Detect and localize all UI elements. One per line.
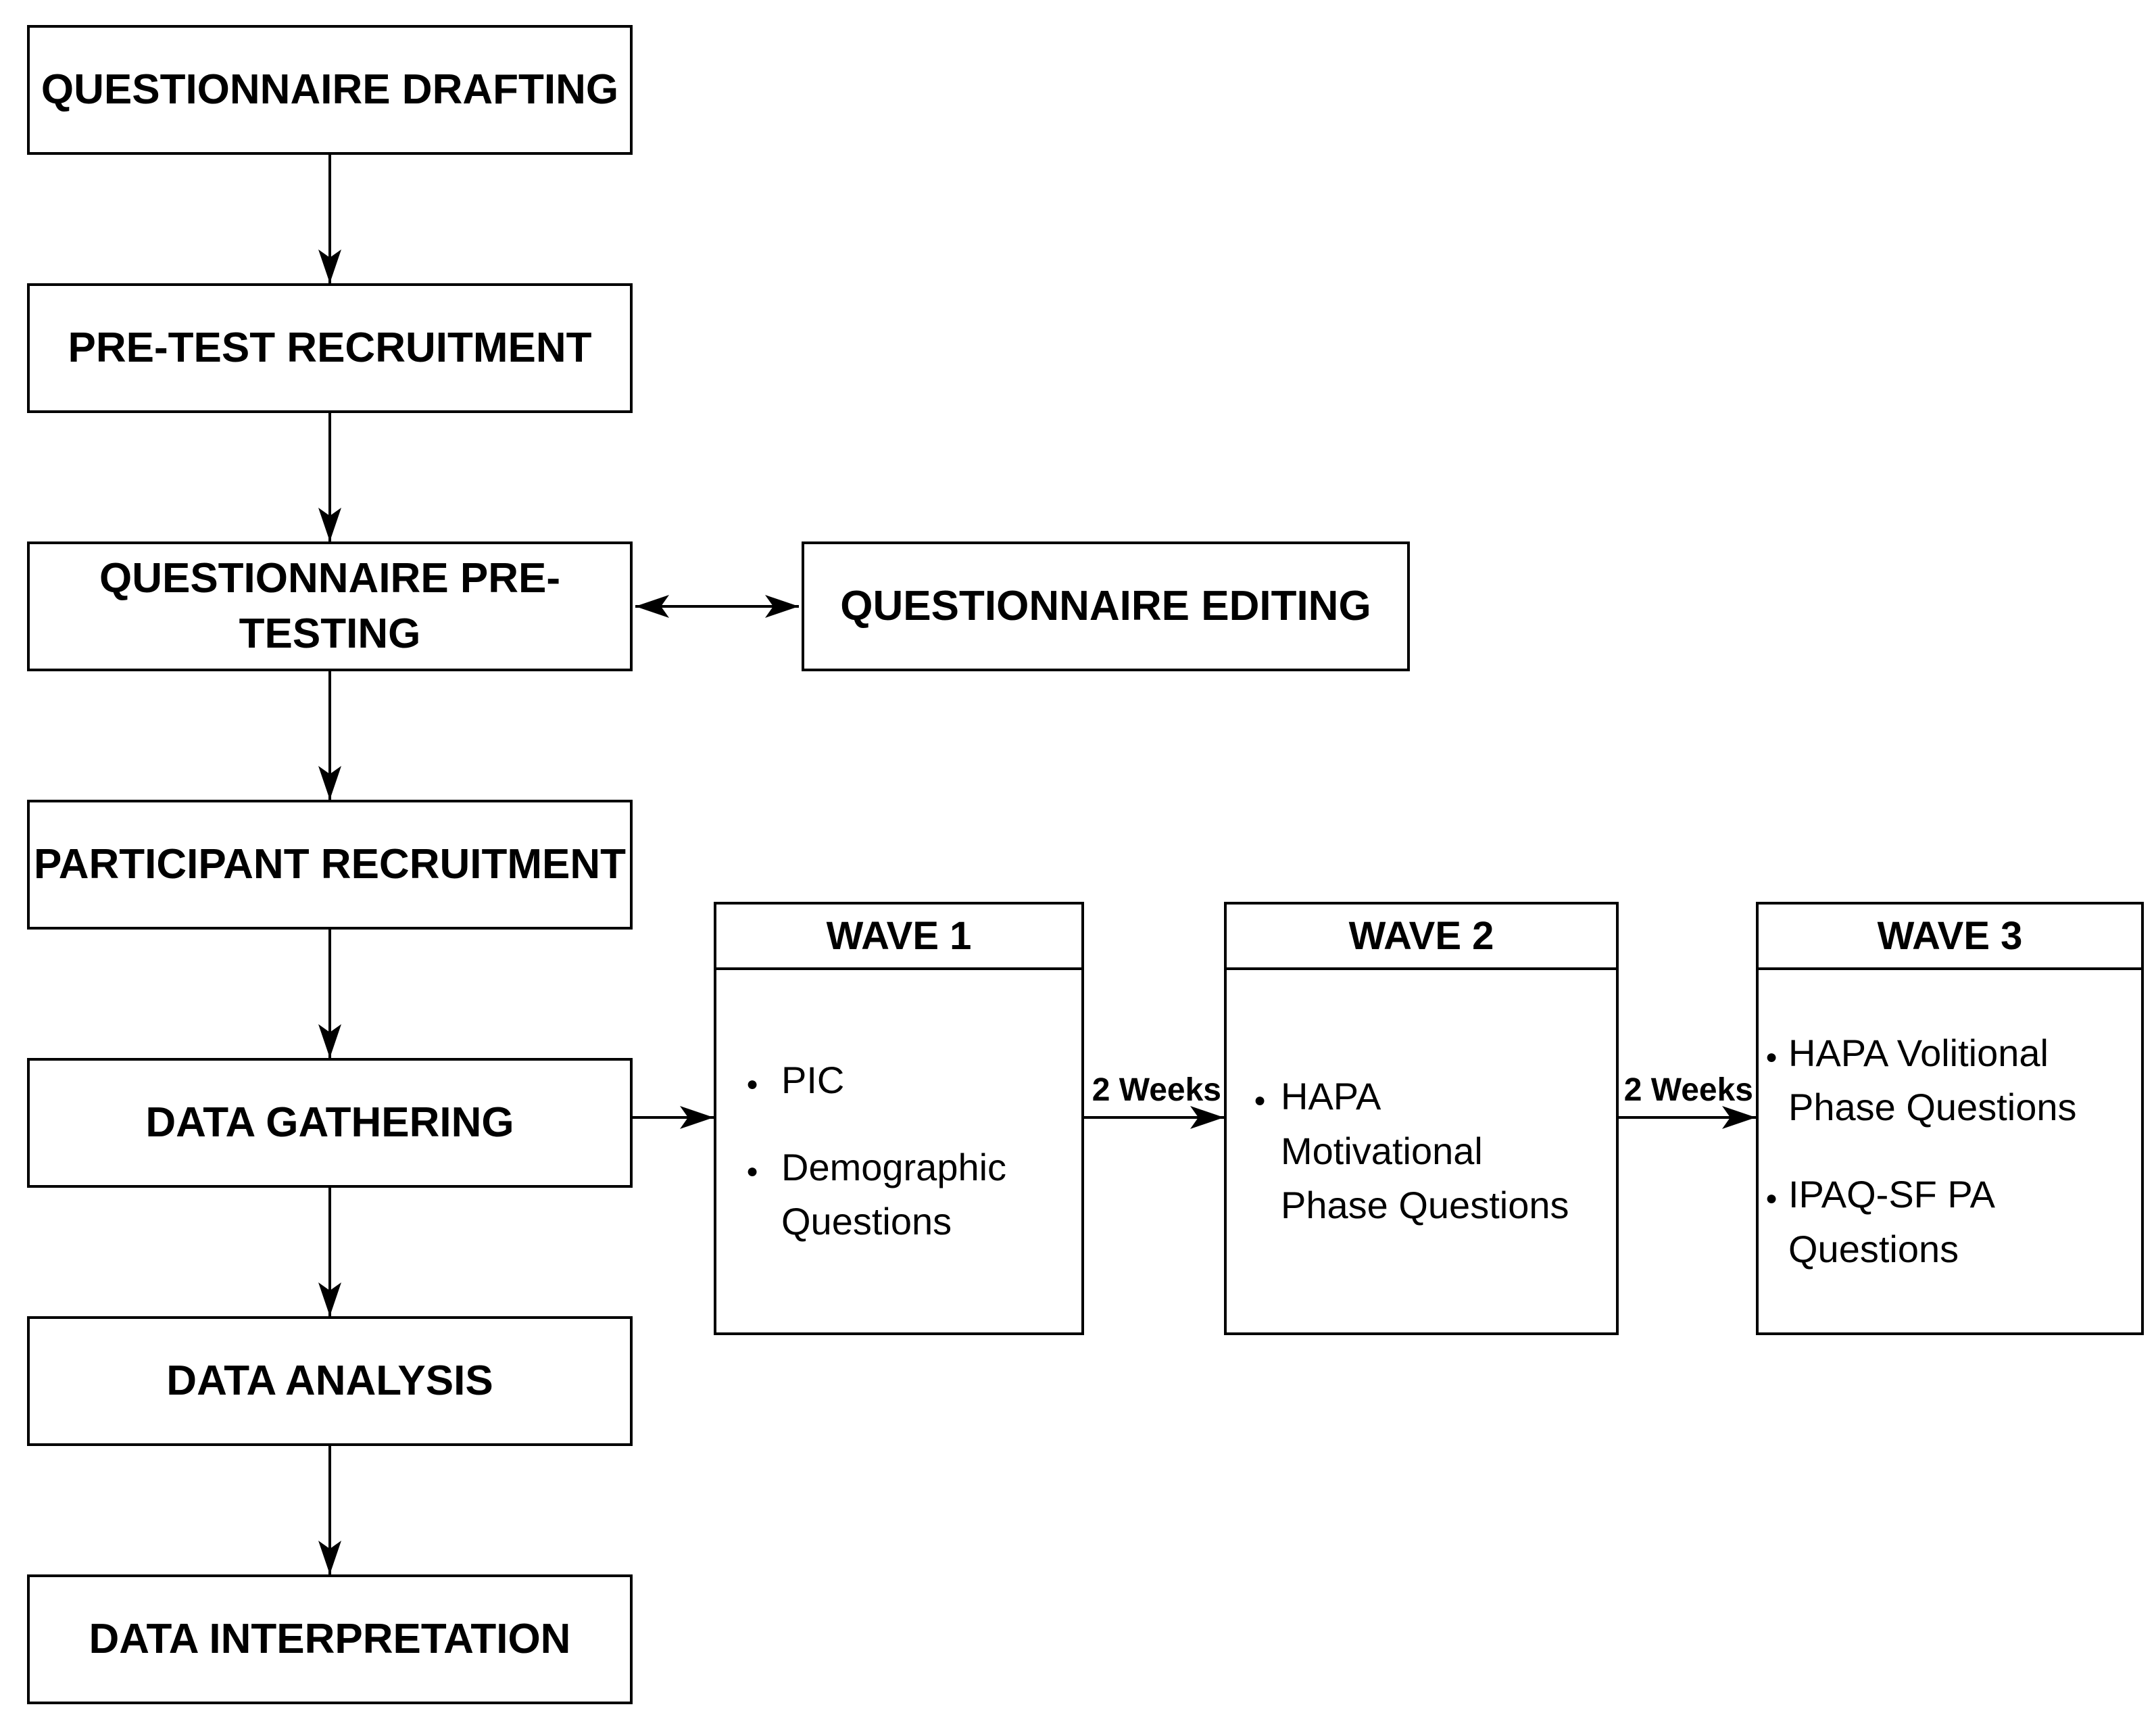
edge-label-2-weeks-wave2-wave3: 2 Weeks xyxy=(1623,1072,1753,1108)
flow-box-data-analysis: DATA ANALYSIS xyxy=(27,1316,633,1446)
wave3-body: HAPA Volitional Phase Questions IPAQ-SF … xyxy=(1759,970,2141,1332)
flow-box-questionnaire-drafting: QUESTIONNAIRE DRAFTING xyxy=(27,25,633,155)
bullet-item: HAPA Motivational Phase Questions xyxy=(1254,1069,1609,1233)
flow-box-label: DATA ANALYSIS xyxy=(166,1357,493,1405)
flow-box-data-gathering: DATA GATHERING xyxy=(27,1058,633,1188)
flow-box-participant-recruitment: PARTICIPANT RECRUITMENT xyxy=(27,800,633,930)
bullet-text: Demographic Questions xyxy=(781,1145,1007,1243)
wave1-body: PIC Demographic Questions xyxy=(716,970,1081,1332)
wave2-body: HAPA Motivational Phase Questions xyxy=(1227,970,1616,1332)
flow-box-data-interpretation: DATA INTERPRETATION xyxy=(27,1574,633,1704)
wave3-box: WAVE 3 HAPA Volitional Phase Questions I… xyxy=(1756,902,2144,1335)
wave2-header: WAVE 2 xyxy=(1227,905,1616,970)
flow-box-label: QUESTIONNAIRE PRE- TESTING xyxy=(99,555,561,657)
flow-box-label: PARTICIPANT RECRUITMENT xyxy=(34,841,626,888)
bullet-item: PIC xyxy=(746,1053,1075,1108)
wave1-header: WAVE 1 xyxy=(716,905,1081,970)
wave1-bullet-list: PIC Demographic Questions xyxy=(716,1053,1081,1249)
wave3-header: WAVE 3 xyxy=(1759,905,2141,970)
bullet-item: Demographic Questions xyxy=(746,1140,1075,1249)
bullet-item: IPAQ-SF PA Questions xyxy=(1765,1167,2136,1276)
flow-box-label: QUESTIONNAIRE DRAFTING xyxy=(41,66,619,114)
flow-box-label: DATA GATHERING xyxy=(145,1099,514,1147)
edge-label-2-weeks-wave1-wave2: 2 Weeks xyxy=(1092,1072,1221,1108)
bullet-text: PIC xyxy=(781,1059,845,1102)
wave2-bullet-list: HAPA Motivational Phase Questions xyxy=(1227,1069,1616,1233)
wave3-bullet-list: HAPA Volitional Phase Questions IPAQ-SF … xyxy=(1759,1026,2141,1277)
wave2-title: WAVE 2 xyxy=(1348,914,1494,958)
wave1-box: WAVE 1 PIC Demographic Questions xyxy=(714,902,1084,1335)
flow-box-label: PRE-TEST RECRUITMENT xyxy=(68,324,592,372)
bullet-item: HAPA Volitional Phase Questions xyxy=(1765,1026,2136,1135)
bullet-text: IPAQ-SF PA Questions xyxy=(1788,1173,1995,1270)
wave2-box: WAVE 2 HAPA Motivational Phase Questions xyxy=(1224,902,1619,1335)
flow-box-label: QUESTIONNAIRE EDITING xyxy=(840,583,1371,630)
flow-box-pretest-recruitment: PRE-TEST RECRUITMENT xyxy=(27,283,633,413)
flow-box-label: DATA INTERPRETATION xyxy=(89,1616,571,1663)
flow-box-questionnaire-pretesting: QUESTIONNAIRE PRE- TESTING xyxy=(27,541,633,671)
wave1-title: WAVE 1 xyxy=(826,914,972,958)
wave3-title: WAVE 3 xyxy=(1877,914,2023,958)
bullet-text: HAPA Motivational Phase Questions xyxy=(1281,1075,1569,1227)
bullet-text: HAPA Volitional Phase Questions xyxy=(1788,1031,2077,1129)
flow-box-questionnaire-editing: QUESTIONNAIRE EDITING xyxy=(802,541,1410,671)
